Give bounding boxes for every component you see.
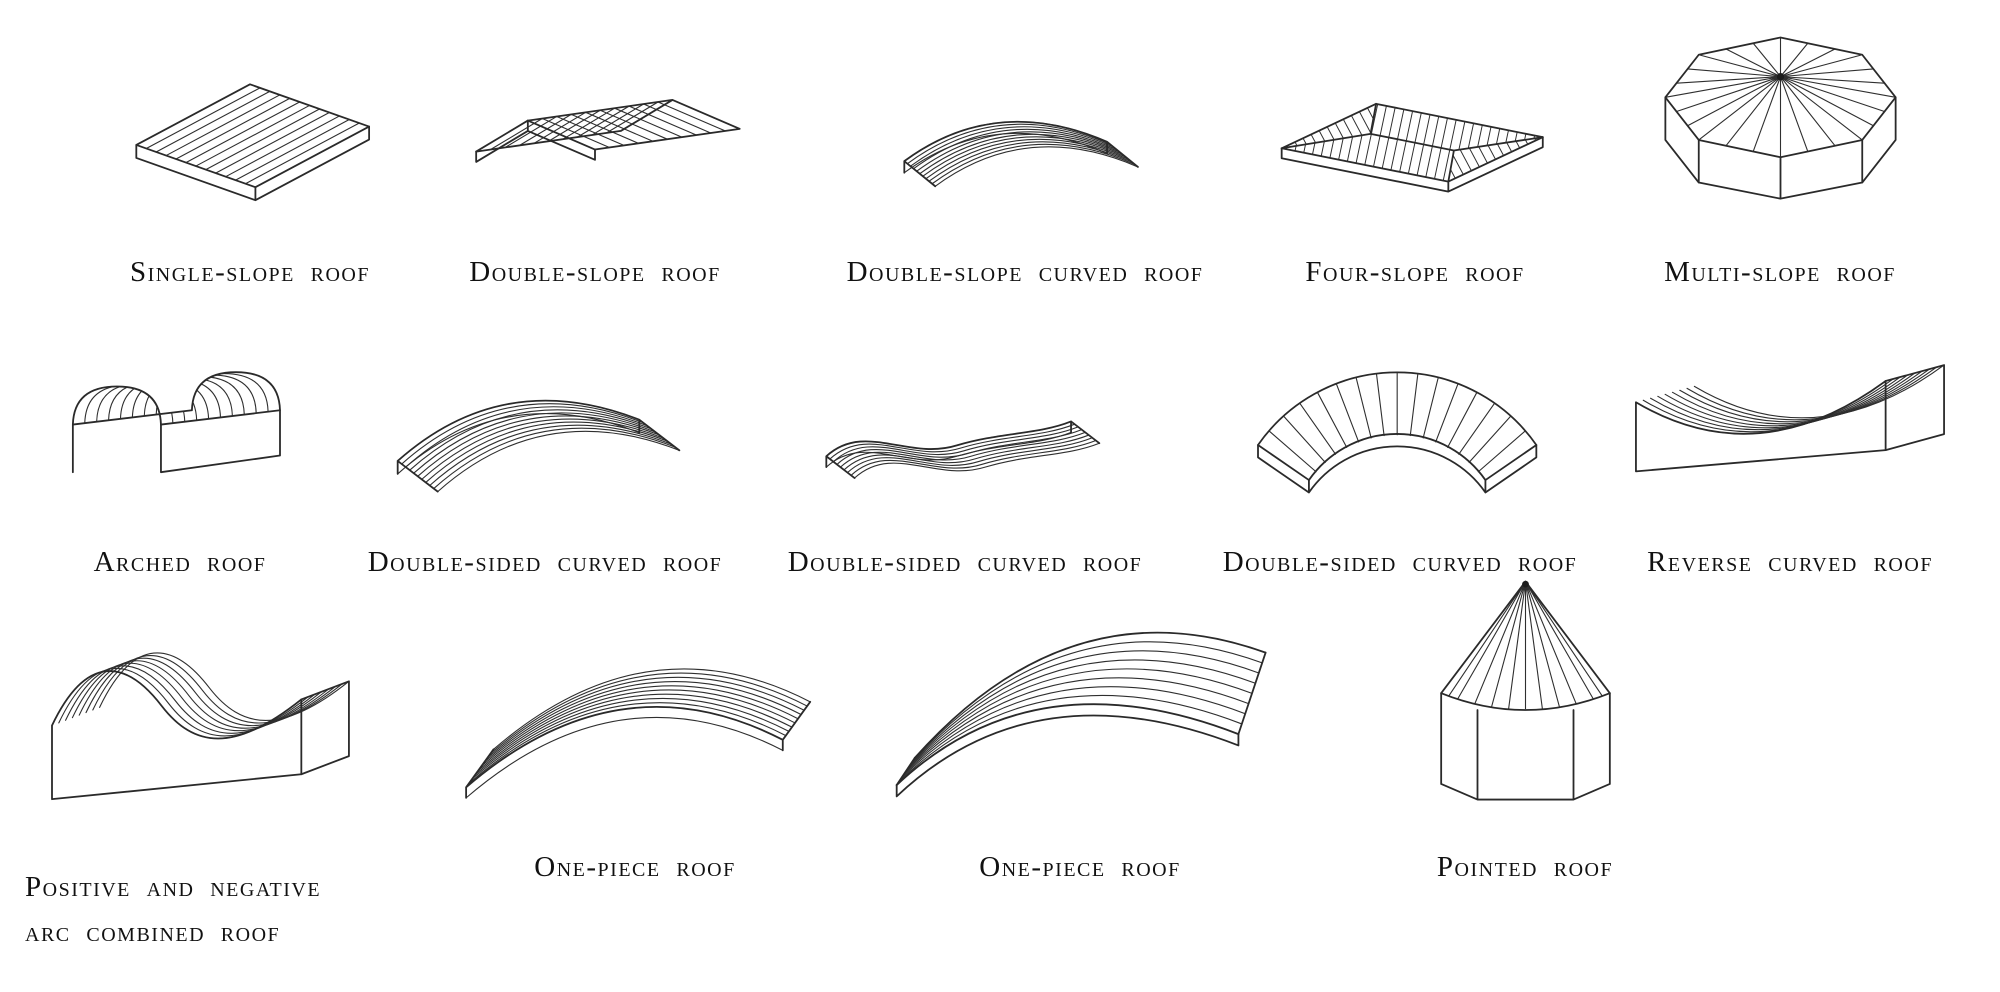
double-sided-curved-roof-fan-drawing xyxy=(1170,316,1630,514)
roof-label: Single-slope roof xyxy=(130,256,370,289)
four-slope-roof-drawing xyxy=(1195,30,1635,224)
roof-label: Double-slope roof xyxy=(469,256,721,289)
arched-roof-icon xyxy=(55,353,305,514)
multi-slope-roof-icon xyxy=(1648,11,1913,224)
one-piece-roof-fan-icon xyxy=(865,604,1295,819)
roof-label: Four-slope roof xyxy=(1305,256,1525,289)
double-sided-curved-roof-fan-icon xyxy=(1250,316,1550,514)
roof-label-line-2: arc combined roof xyxy=(25,916,281,949)
one-piece-roof-fan-drawing xyxy=(845,575,1315,819)
roof-cell-single-slope: Single-slope roof xyxy=(85,30,415,295)
double-sided-curved-roof-wave-drawing xyxy=(750,325,1180,514)
one-piece-roof-drawing xyxy=(415,575,855,819)
positive-negative-arc-combined-roof-drawing xyxy=(25,575,435,839)
roof-cell-one-piece-2: One-piece roof xyxy=(845,575,1315,890)
roof-cell-pointed: Pointed roof xyxy=(1370,575,1680,890)
roof-cell-reverse-curved: Reverse curved roof xyxy=(1590,325,1990,585)
roof-cell-arched: Arched roof xyxy=(40,325,320,585)
roof-cell-double-slope: Double-slope roof xyxy=(425,30,765,295)
double-sided-curved-roof-barrel-drawing xyxy=(370,325,720,514)
pointed-roof-icon xyxy=(1428,566,1623,819)
single-slope-roof-icon xyxy=(120,67,380,224)
roof-label: One-piece roof xyxy=(979,851,1181,884)
pointed-roof-drawing xyxy=(1370,566,1680,819)
double-slope-roof-icon xyxy=(440,74,750,224)
roof-label: Double-sided curved roof xyxy=(367,546,723,579)
roof-label: Multi-slope roof xyxy=(1664,256,1896,289)
roof-cell-double-sided-curved-3: Double-sided curved roof xyxy=(1170,325,1630,585)
roof-label: One-piece roof xyxy=(534,851,736,884)
four-slope-roof-icon xyxy=(1265,57,1565,224)
double-slope-curved-roof-drawing xyxy=(800,30,1250,224)
roof-label: Reverse curved roof xyxy=(1647,546,1933,579)
roof-label: Double-slope curved roof xyxy=(846,256,1204,289)
roof-cell-multi-slope: Multi-slope roof xyxy=(1610,18,1950,295)
roof-cell-four-slope: Four-slope roof xyxy=(1195,30,1635,295)
roof-label: Arched roof xyxy=(93,546,267,579)
arched-roof-drawing xyxy=(40,325,320,514)
roof-label: Double-sided curved roof xyxy=(1222,546,1578,579)
roof-cell-double-slope-curved: Double-slope curved roof xyxy=(800,30,1250,295)
roof-cell-double-sided-curved-2: Double-sided curved roof xyxy=(750,325,1180,585)
roof-cell-double-sided-curved-1: Double-sided curved roof xyxy=(367,325,723,585)
double-sided-curved-roof-barrel-icon xyxy=(396,349,681,493)
reverse-curved-roof-icon xyxy=(1620,364,1946,514)
roof-label: Double-sided curved roof xyxy=(787,546,1143,579)
roof-label-line-1: Positive and negative xyxy=(25,871,322,904)
double-slope-curved-roof-icon xyxy=(885,79,1139,188)
roof-label: Pointed roof xyxy=(1436,851,1614,884)
single-slope-roof-drawing xyxy=(85,30,415,224)
multi-slope-roof-drawing xyxy=(1610,11,1950,224)
positive-negative-arc-combined-roof-icon xyxy=(35,652,375,839)
roof-cell-one-piece-1: One-piece roof xyxy=(415,575,855,890)
roof-cell-positive-negative-arc: Positive and negative arc combined roof xyxy=(25,575,425,955)
one-piece-roof-icon xyxy=(445,667,812,799)
double-sided-curved-roof-wave-icon xyxy=(810,367,1101,514)
reverse-curved-roof-drawing xyxy=(1590,325,1990,514)
double-slope-roof-drawing xyxy=(425,30,765,224)
